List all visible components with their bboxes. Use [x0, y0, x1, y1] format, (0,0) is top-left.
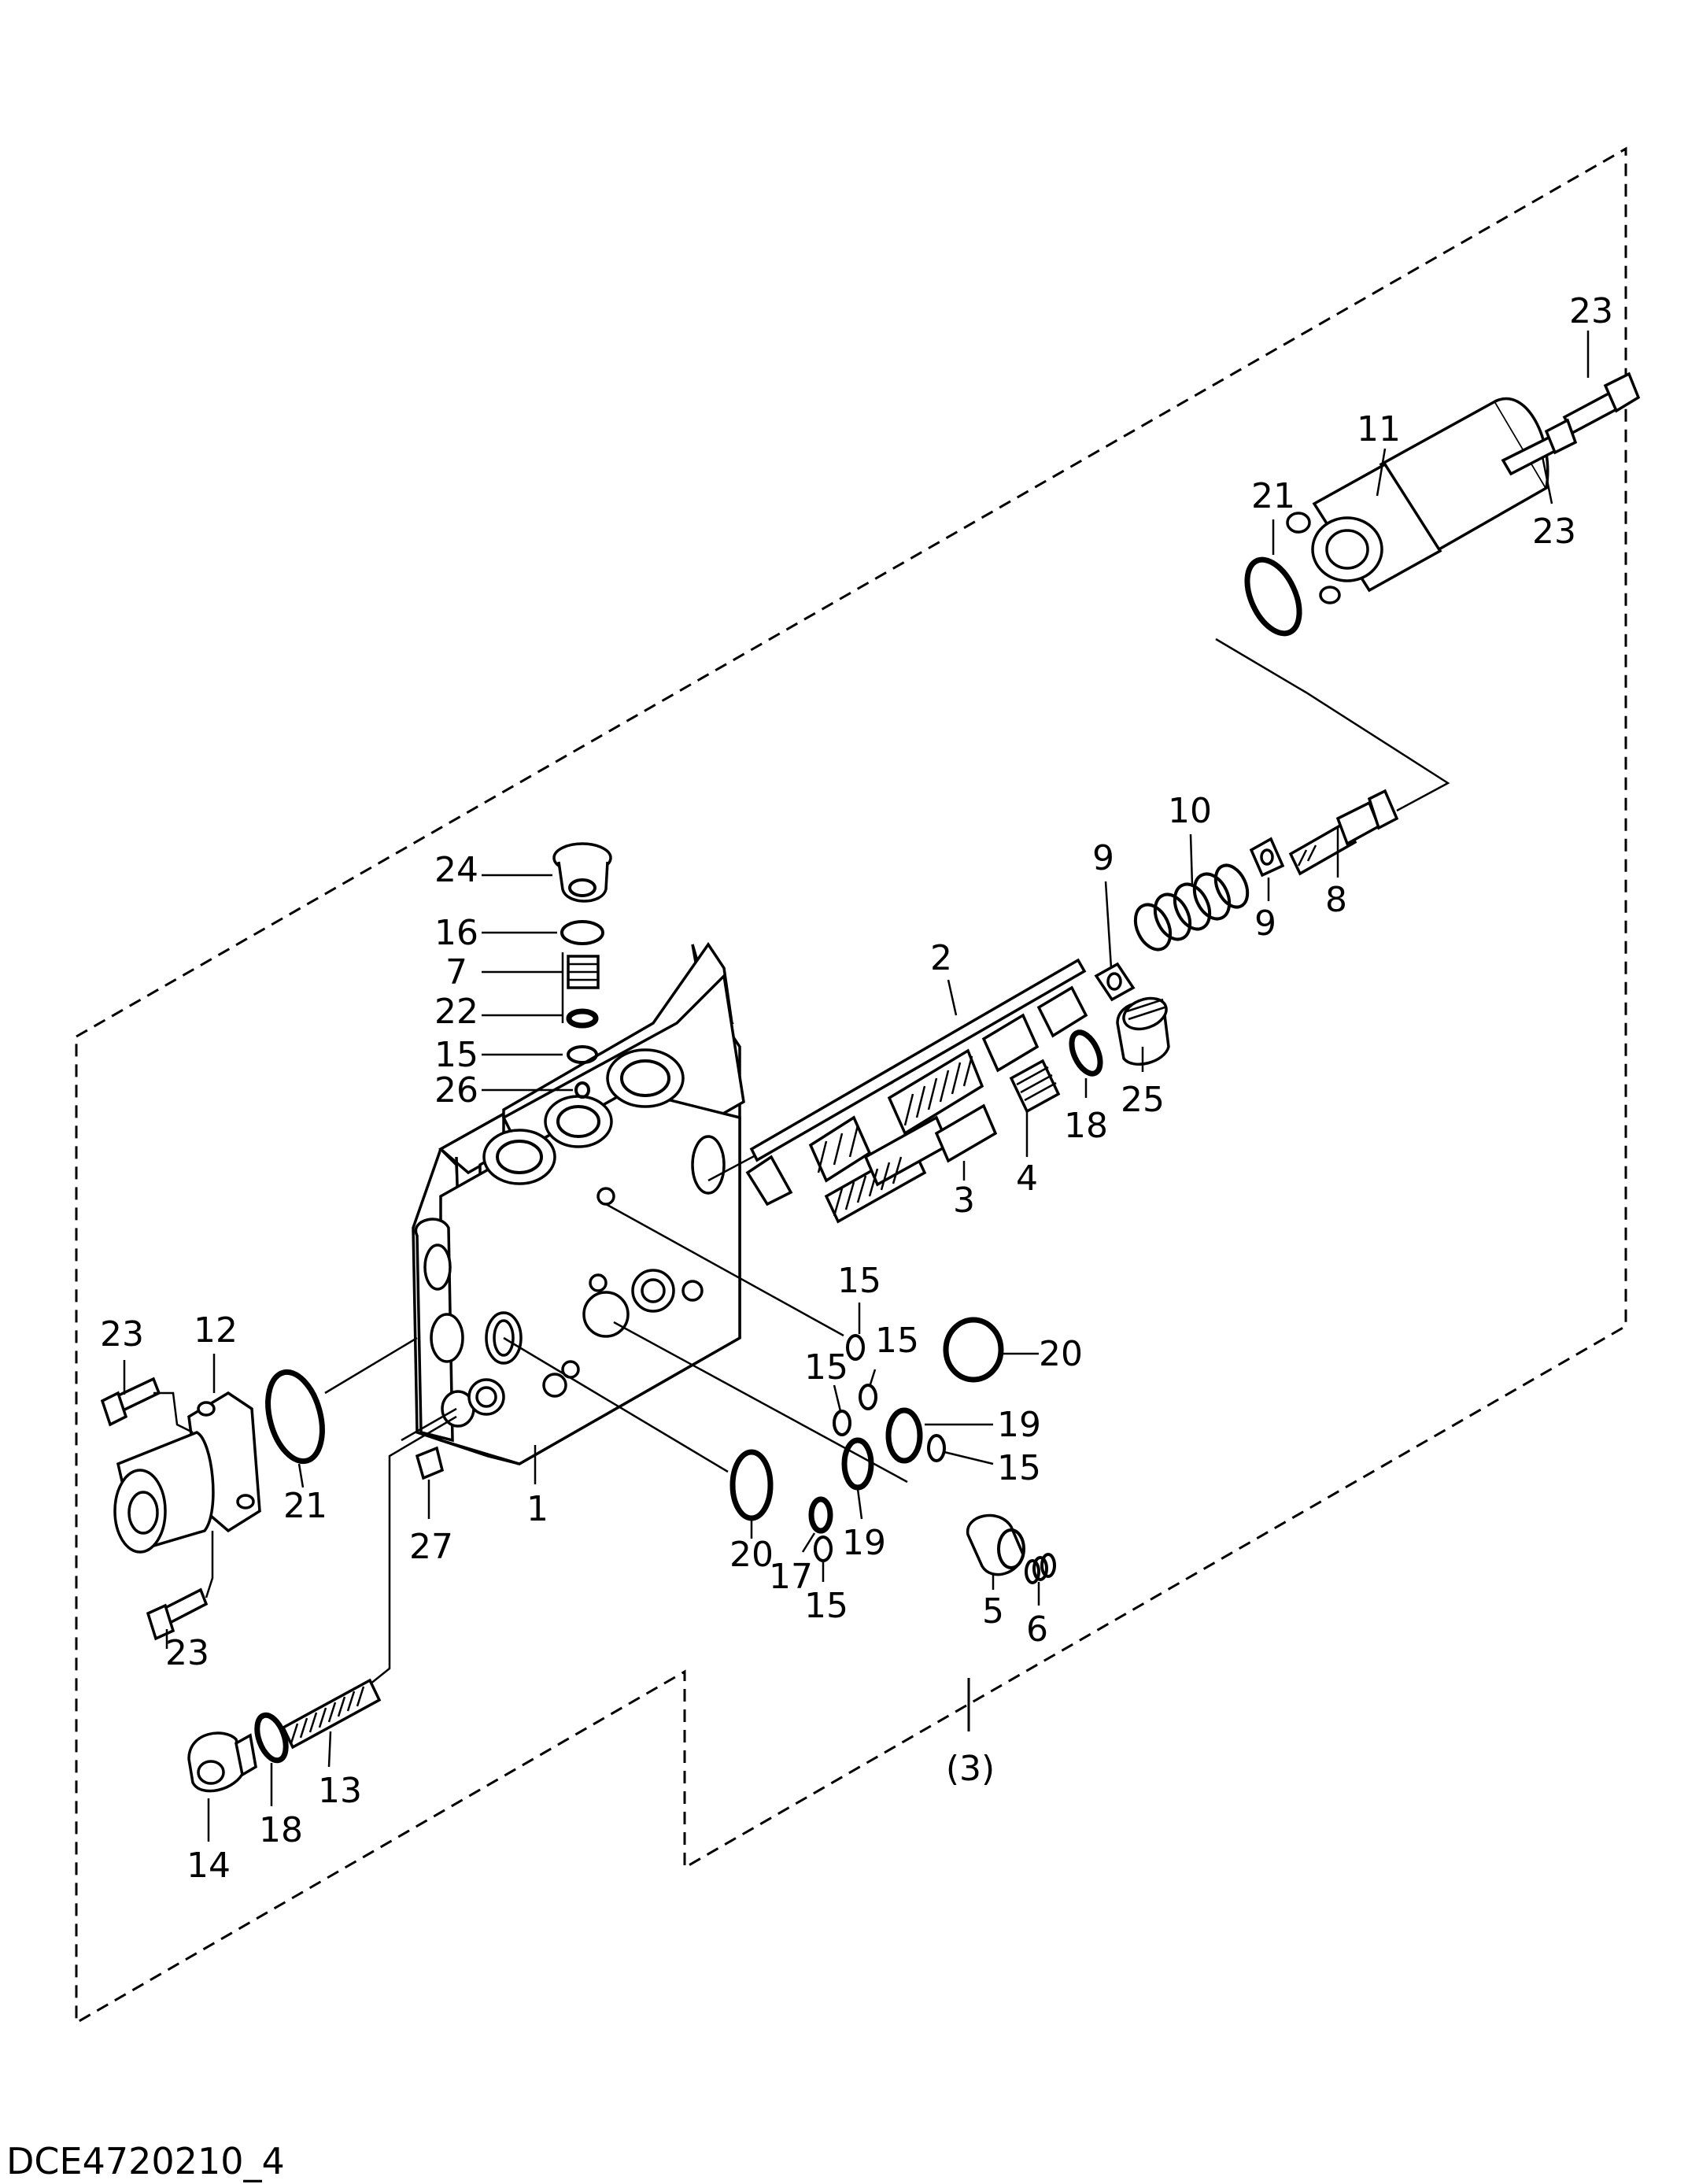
drawing-code: DCE4720210_4 [6, 2140, 285, 2182]
label-11: 11 [1357, 409, 1401, 449]
plug-14 [187, 1731, 257, 1793]
o-ring-19-a [885, 1407, 923, 1464]
o-ring-16 [560, 920, 604, 945]
o-ring-20-right [943, 1317, 1004, 1383]
plug-27 [415, 1446, 445, 1480]
label-27: 27 [409, 1527, 453, 1567]
label-16: 16 [434, 913, 478, 953]
cover-12 [113, 1391, 261, 1554]
label-23-left-bottom: 23 [165, 1633, 209, 1673]
o-ring-15-r1 [846, 1334, 865, 1361]
label-15-r2: 15 [875, 1321, 919, 1361]
o-ring-21-left [265, 1369, 325, 1465]
label-10: 10 [1168, 791, 1212, 831]
label-23-top: 23 [1569, 291, 1613, 331]
ball-26 [574, 1081, 590, 1099]
bolt-8 [1288, 789, 1399, 876]
spool-2 [745, 958, 1088, 1207]
label-15-stack: 15 [434, 1035, 478, 1075]
label-15-r4: 15 [997, 1448, 1041, 1488]
label-7: 7 [445, 952, 467, 992]
washer-9-left [1094, 962, 1136, 1002]
o-ring-20-low [729, 1449, 774, 1521]
label-23-top-right: 23 [1532, 512, 1576, 552]
label-5: 5 [982, 1591, 1004, 1632]
label-15-r3: 15 [804, 1347, 848, 1388]
bolt-23-top-a [1562, 371, 1641, 435]
label-2: 2 [930, 938, 952, 978]
spring-13 [281, 1678, 382, 1750]
label-21-top: 21 [1251, 476, 1295, 516]
spring-4 [1009, 1059, 1061, 1114]
o-ring-22 [566, 1008, 599, 1029]
spring-10 [1133, 863, 1250, 952]
label-6: 6 [1026, 1609, 1048, 1650]
label-20-low: 20 [729, 1535, 774, 1575]
label-18-right: 18 [1064, 1106, 1108, 1146]
label-13: 13 [318, 1771, 362, 1811]
label-8: 8 [1325, 880, 1347, 920]
label-25: 25 [1121, 1080, 1165, 1120]
label-20-right: 20 [1039, 1334, 1083, 1374]
valve-body [412, 941, 745, 1465]
assembly-label: (3) [946, 1749, 995, 1789]
o-ring-21-top [1244, 556, 1302, 637]
fitting-7 [567, 955, 600, 989]
label-18-left: 18 [259, 1810, 303, 1850]
label-12: 12 [194, 1310, 238, 1351]
washer-9-right [1249, 837, 1285, 878]
label-14: 14 [187, 1846, 231, 1886]
label-26: 26 [434, 1070, 478, 1110]
spool-3 [824, 1103, 998, 1224]
plug-25 [1116, 996, 1170, 1066]
label-21-left: 21 [283, 1486, 327, 1526]
cover-11 [1286, 397, 1549, 604]
label-19-a: 19 [997, 1405, 1041, 1445]
o-ring-15-r3 [833, 1410, 851, 1436]
label-15-r5: 15 [804, 1586, 848, 1626]
assembly-boundary [75, 146, 1627, 2025]
plug-5 [966, 1513, 1025, 1576]
o-ring-15-r4 [927, 1434, 946, 1462]
label-19-b: 19 [842, 1523, 886, 1563]
label-23-left-top: 23 [100, 1314, 144, 1354]
plug-24 [552, 842, 612, 903]
o-ring-15-top [567, 1045, 598, 1064]
bolt-23-left-bottom [146, 1587, 209, 1641]
label-9-left: 9 [1092, 838, 1114, 878]
o-ring-18-right [1069, 1029, 1103, 1077]
label-4: 4 [1016, 1159, 1038, 1199]
label-24: 24 [434, 850, 478, 890]
label-3: 3 [953, 1181, 975, 1221]
o-ring-18-left [254, 1712, 289, 1764]
label-15-r1: 15 [837, 1261, 881, 1301]
label-1: 1 [526, 1489, 548, 1529]
bolt-23-top-b [1501, 418, 1578, 476]
o-ring-17 [808, 1496, 833, 1534]
label-22: 22 [434, 992, 478, 1032]
o-ring-15-r5 [814, 1535, 833, 1562]
label-9-right: 9 [1254, 904, 1276, 944]
label-17: 17 [769, 1557, 813, 1597]
o-ring-15-r2 [859, 1384, 877, 1410]
o-ring-19-b [841, 1437, 874, 1491]
spring-6 [1025, 1553, 1056, 1584]
bolt-23-left-top [100, 1377, 161, 1427]
